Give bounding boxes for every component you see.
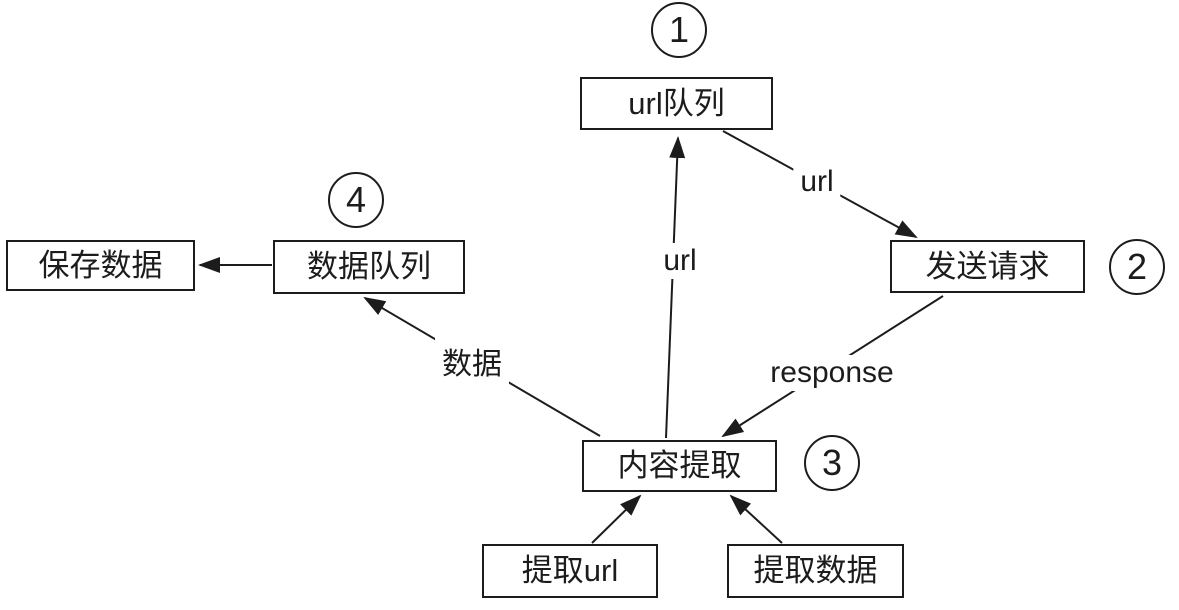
step-badge-3: 3	[804, 435, 860, 491]
arrow-content-extract-to-url-queue	[665, 136, 686, 439]
edge-label-url-back: url	[656, 243, 704, 279]
step-badge-4: 4	[328, 172, 384, 228]
edge-label-data: 数据	[435, 338, 509, 384]
arrow-extract-url-to-content-extract	[591, 494, 642, 544]
edge-label-response: response	[763, 355, 901, 391]
node-extract-url: 提取url	[482, 544, 658, 598]
node-content-extract: 内容提取	[582, 440, 777, 492]
node-url-queue: url队列	[580, 77, 773, 130]
arrow-extract-data-to-content-extract	[729, 494, 783, 544]
step-badge-2: 2	[1109, 239, 1165, 295]
node-data-queue: 数据队列	[273, 240, 465, 294]
step-badge-1: 1	[651, 2, 707, 58]
node-send-request: 发送请求	[890, 240, 1085, 293]
node-extract-data: 提取数据	[727, 544, 904, 598]
node-save-data: 保存数据	[6, 240, 195, 291]
edge-label-url-out: url	[793, 164, 841, 200]
